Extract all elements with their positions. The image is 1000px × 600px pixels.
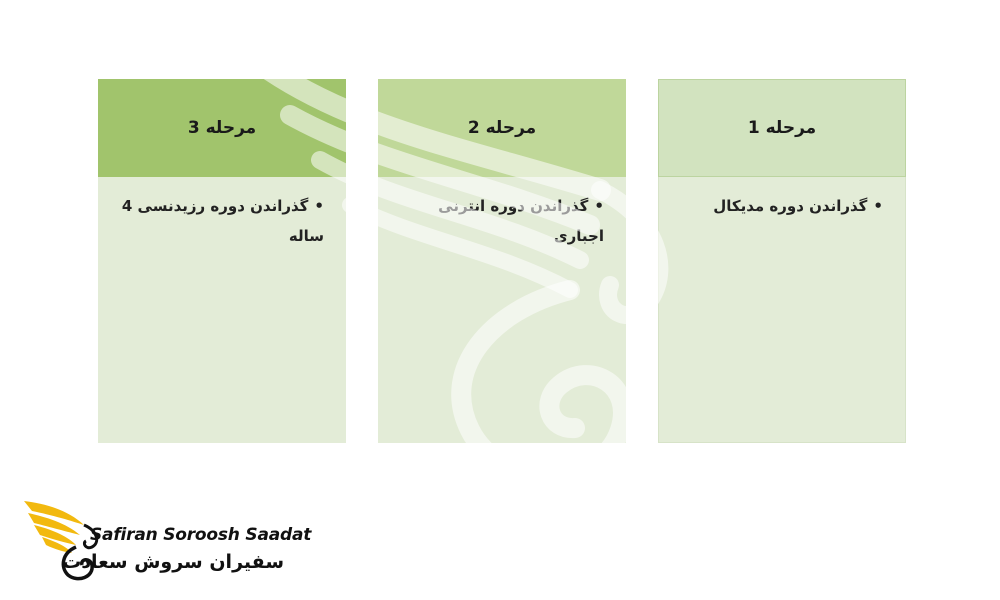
stage-2-header: مرحله 2 (378, 79, 626, 177)
stage-3-title: مرحله 3 (187, 118, 257, 138)
logo-latin-text: Safiran Soroosh Saadat (90, 525, 312, 545)
bullet-icon: • (594, 197, 604, 215)
stage-3-body: •گذراندن دوره رزیدنسی 4 ساله (98, 177, 346, 443)
bullet-icon: • (314, 197, 324, 215)
logo-persian-text: سفیران سروش سعادت (62, 551, 284, 573)
stage-1-body: • گذراندن دوره مدیکال (658, 177, 906, 443)
stage-1-header: مرحله 1 (658, 79, 906, 177)
stage-2-column: مرحله 2 •گذراندن دوره انترنی اجباری (378, 79, 626, 443)
stage-1-title: مرحله 1 (747, 118, 817, 138)
stage-2-body: •گذراندن دوره انترنی اجباری (378, 177, 626, 443)
stage-2-item: گذراندن دوره انترنی اجباری (438, 197, 604, 245)
stage-2-title: مرحله 2 (467, 118, 537, 138)
stage-1-column: مرحله 1 • گذراندن دوره مدیکال (658, 79, 906, 443)
wing-logo-icon (24, 501, 99, 581)
stage-3-header: مرحله 3 (98, 79, 346, 177)
stage-3-column: مرحله 3 •گذراندن دوره رزیدنسی 4 ساله (98, 79, 346, 443)
stage-1-item: گذراندن دوره مدیکال (713, 197, 868, 215)
stage-3-item: گذراندن دوره رزیدنسی 4 ساله (121, 197, 324, 245)
bullet-icon: • (873, 197, 883, 215)
company-logo: Safiran Soroosh Saadat سفیران سروش سعادت (22, 495, 311, 585)
